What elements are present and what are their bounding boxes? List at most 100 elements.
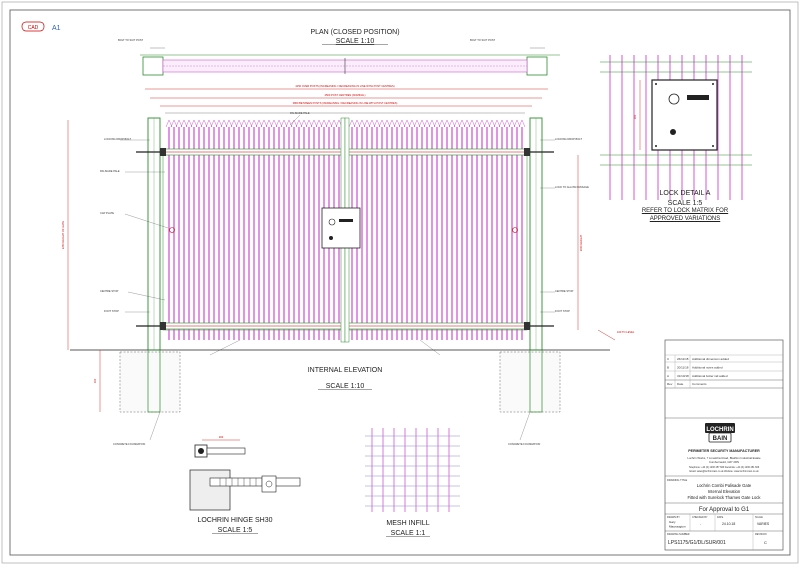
hinge-bottom-left (160, 322, 166, 330)
lock-body (651, 79, 718, 151)
rev-row-date: 31/10/18 (677, 374, 689, 378)
company-phone: Telephone: +44 (0) 1236 457 666 Facsimil… (689, 466, 760, 469)
hinge-scale: SCALE 1:5 (218, 527, 253, 534)
logo-bottom-box (708, 432, 732, 443)
drawn-by-2: Macnaugton (669, 525, 686, 529)
lock-scale: SCALE 1:5 (668, 200, 703, 207)
rev-row-comment: Additional notes added (692, 366, 723, 370)
gate-lock (321, 207, 361, 249)
note-4: LOCKING DROP BOLT (555, 137, 583, 141)
overall-dimensions: 4150 OVER POSTS (INCREASING / DECREASING… (145, 84, 548, 114)
plan-title: PLAN (CLOSED POSITION) (310, 29, 399, 36)
note-14: CONCRETE FOUNDATION (508, 442, 540, 446)
logo-bottom: BAIN (713, 436, 728, 442)
note-2: BOLT TO SUIT POST (470, 38, 496, 42)
note-1: BOLT TO SUIT POST (118, 38, 144, 42)
mesh-title: MESH INFILL (386, 520, 429, 527)
gate-elevation (67, 117, 616, 413)
note-10: FOOT STOP (104, 309, 119, 313)
rev-row-comment: Additional bolter rail added (692, 374, 728, 378)
drawn-label: DRAWN BY (667, 516, 680, 519)
company-address: Lochrin Works, 7 Limekilns Road, Blairli… (687, 456, 761, 460)
callouts: BOLT TO SUIT POST BOLT TO SUIT POST LOCK… (100, 38, 589, 446)
revision-label: REVISION (755, 533, 767, 536)
drawing-title-1: Lochrin Combi Palisade Gate (697, 483, 752, 488)
plan-view (140, 47, 560, 76)
foundation-left (119, 351, 181, 413)
drawing-number: LPS1175/G1/DL/SUR/001 (668, 540, 726, 546)
drawing-scale: VARIES (757, 522, 770, 526)
hinge-detail (189, 439, 301, 511)
hinge-top-right (524, 148, 530, 156)
note-13: CONCRETE FOUNDATION (113, 442, 145, 446)
dim-between-posts: 3860 BETWEEN POSTS (INCREASING / DECREAS… (293, 101, 398, 105)
note-5: PALISADE PALE (100, 169, 120, 173)
logo-top-box (705, 423, 735, 433)
note-3: LOCKING DROP BOLT (104, 137, 132, 141)
company-town: Cumbernauld, G67 2RN (709, 460, 739, 464)
rev-row-date: 26/11/18 (677, 357, 689, 361)
rev-header-date: Date (677, 382, 684, 386)
rev-row-date: 20/11/18 (677, 366, 689, 370)
drawing-title-3: Fitted with Surelock Thames Gate Lock (687, 495, 761, 500)
note-12: PALISADE PALE (290, 111, 310, 115)
approval-status: For Approval to G1 (699, 507, 750, 513)
pales-left-leaf (168, 127, 340, 340)
cad-label: CAD (28, 25, 39, 31)
internal-scale: SCALE 1:10 (326, 383, 365, 390)
number-label: DRAWING NUMBER (667, 533, 690, 536)
checked-label: CHECKED BY (692, 516, 708, 519)
rev-row-rev: A (667, 374, 669, 378)
bottom-dim: 100 (93, 378, 97, 383)
logo-top: LOCHRIN (706, 427, 733, 433)
lock-ref: REFER TO LOCK MATRIX FOR APPROVED VARIAT… (641, 208, 729, 222)
right-height-dim: 2000 HEIGHT (579, 234, 583, 251)
lock-height-dim: 300 (633, 114, 637, 119)
rev-header-comment: Comments (692, 382, 707, 386)
pales-right-leaf (351, 127, 523, 340)
hinge-top-left (160, 148, 166, 156)
rev-row-comment: Additional dimension added (692, 357, 729, 361)
rev-row-rev: C (667, 357, 670, 361)
ground-dim: 100 TO LEVEL (617, 330, 635, 334)
inner-border (9, 9, 791, 556)
revision-table: Rev Date Comments C 26/11/18 Additional … (667, 357, 729, 386)
mesh-infill (365, 428, 460, 512)
plan-scale: SCALE 1:10 (336, 38, 375, 45)
checked-by: - (700, 522, 701, 526)
drawing-date: 24.10.18 (722, 522, 735, 526)
internal-title: INTERNAL ELEVATION (308, 367, 383, 374)
rev-header-rev: Rev (667, 382, 673, 386)
company-tagline: PERIMETER SECURITY MANUFACTURER (688, 449, 760, 453)
drawing-title-2: Internal Elevation (708, 489, 741, 494)
company-email: Email: sales@lochrin-bain.co.uk Website:… (689, 470, 759, 473)
note-9: CENTRE STOP (555, 289, 574, 293)
left-height-dim: 2250 HEIGHT OF GATE (61, 221, 65, 249)
plan-post-right (526, 56, 548, 76)
hinge-title: LOCHRIN HINGE SH30 (197, 517, 272, 524)
cad-badge (21, 21, 45, 32)
date-label: DATE (717, 516, 724, 519)
scale-label: SCALE (755, 516, 763, 519)
note-8: CENTRE STOP (100, 289, 119, 293)
lock-title: LOCK DETAIL A (660, 190, 711, 197)
note-6: LOCK TO ALLOW PASSAGE (555, 185, 589, 189)
plan-post-left (142, 56, 164, 76)
title-block (664, 339, 784, 551)
rev-row-rev: B (667, 366, 669, 370)
mesh-scale: SCALE 1:1 (391, 530, 426, 537)
title-label: DRAWING TITLE (667, 478, 687, 482)
lock-detail (600, 55, 752, 200)
note-7: CAP PLATE (100, 211, 114, 215)
sheet-size: A1 (52, 25, 61, 32)
dim-over-posts: 4150 OVER POSTS (INCREASING / DECREASING… (295, 84, 394, 88)
note-11: FOOT STOP (555, 309, 570, 313)
drawing-revision: C (764, 540, 767, 545)
hinge-width-dim: 200 (219, 435, 224, 439)
lock-ref-wrap: REFER TO LOCK MATRIX FOR APPROVED VARIAT… (641, 208, 729, 222)
drawn-by: Gary (669, 520, 676, 524)
hinge-bottom-right (524, 322, 530, 330)
